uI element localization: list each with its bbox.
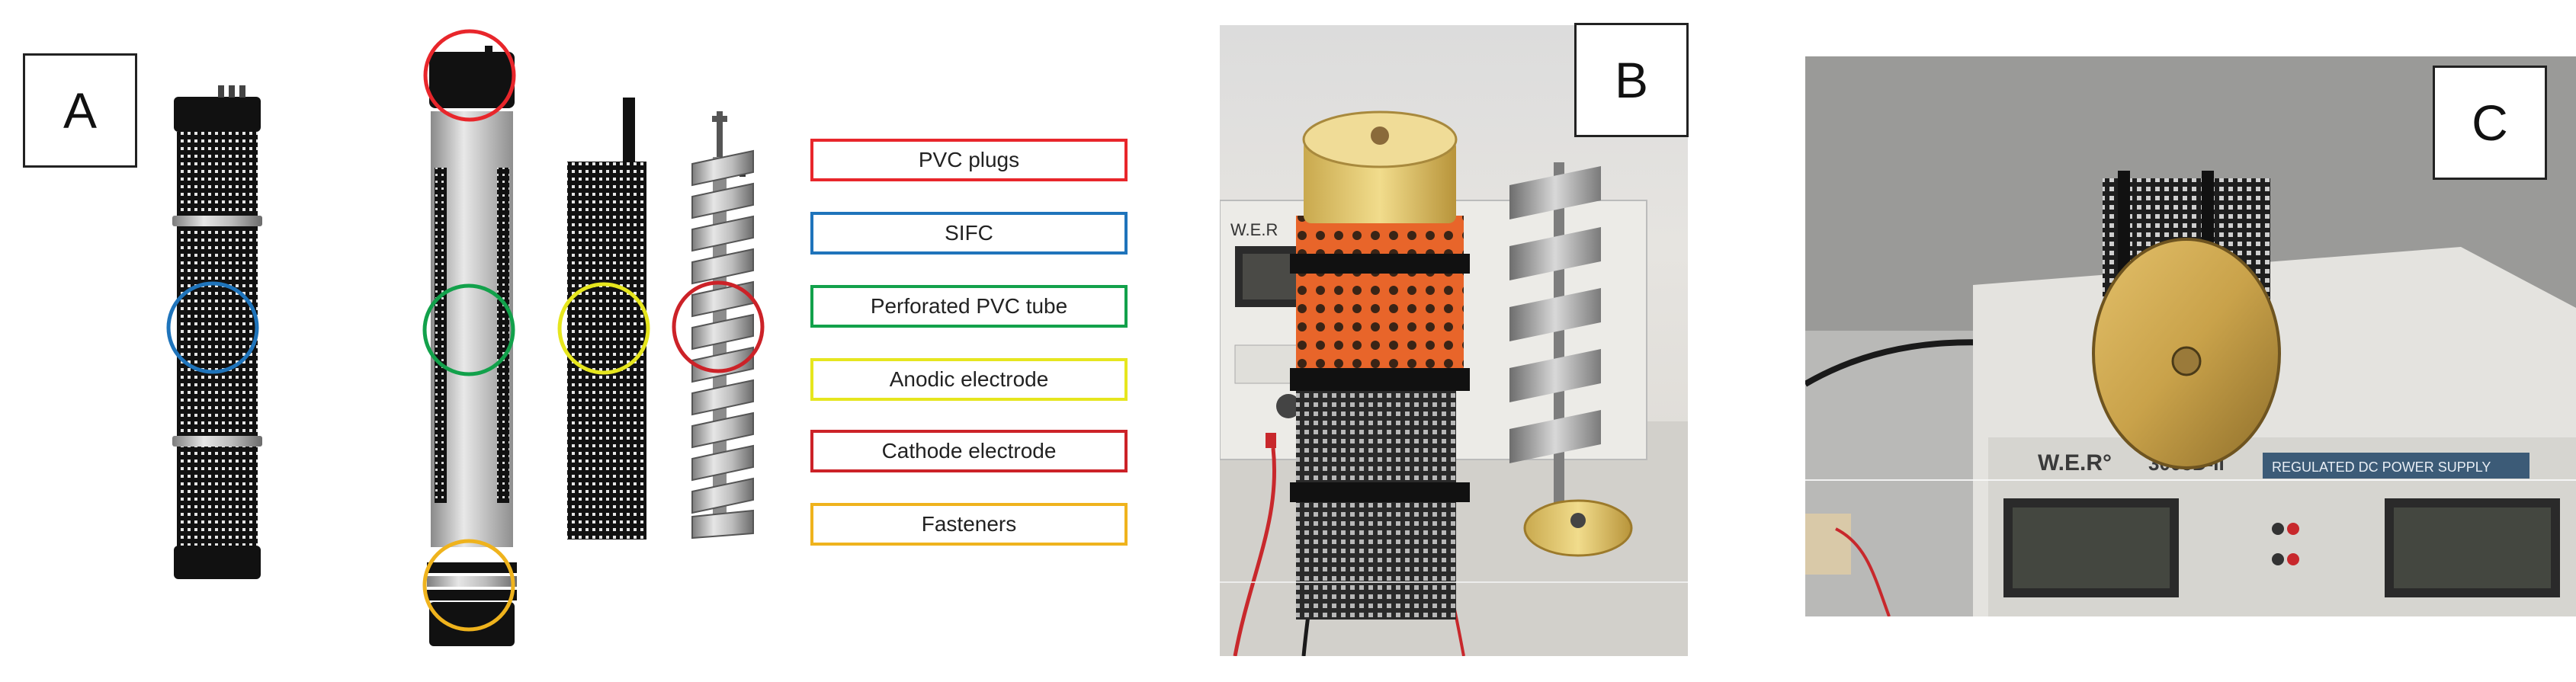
- legend-label-fasteners: Fasteners: [921, 512, 1017, 536]
- anodic-electrode-drawing: [557, 98, 650, 540]
- photo-c-scene: W.E.R° 3005D-II REGULATED DC POWER SUPPL…: [1805, 56, 2576, 616]
- perforated-tube-marker-circle: [422, 283, 515, 376]
- photo-b: W.E.R: [1220, 25, 1688, 656]
- legend-label-perforated-pvc-tube: Perforated PVC tube: [870, 294, 1068, 318]
- legend-cathode-electrode: Cathode electrode: [810, 430, 1128, 472]
- legend-label-anodic-electrode: Anodic electrode: [889, 367, 1049, 391]
- bottom-pvc-plug: [429, 602, 515, 646]
- anode-marker-circle: [557, 282, 650, 375]
- legend-anodic-electrode: Anodic electrode: [810, 358, 1128, 401]
- sifc-marker-circle: [166, 281, 259, 374]
- top-pvc-plug: [429, 52, 515, 108]
- fasteners-marker-circle: [422, 539, 515, 632]
- photo-c-brand: W.E.R°: [2038, 450, 2112, 475]
- legend-label-cathode-electrode: Cathode electrode: [881, 439, 1057, 463]
- photo-b-scene: W.E.R: [1220, 110, 1688, 656]
- cathode-helix: [691, 149, 754, 540]
- legend-sifc: SIFC: [810, 212, 1128, 255]
- pvc-tube-drawing: [422, 29, 517, 646]
- assembled-sifc-drawing: [166, 85, 262, 579]
- panel-label-c: C: [2433, 66, 2547, 180]
- anode-terminal: [623, 98, 635, 163]
- legend-label-sifc: SIFC: [945, 221, 993, 245]
- panel-label-a: A: [23, 53, 137, 168]
- legend-label-pvc-plugs: PVC plugs: [918, 148, 1020, 171]
- cathode-electrode-drawing: [672, 111, 765, 540]
- legend-pvc-plugs: PVC plugs: [810, 139, 1128, 181]
- panel-label-b: B: [1574, 23, 1689, 137]
- top-plug: [174, 97, 261, 132]
- cathode-marker-circle: [672, 280, 765, 373]
- bottom-plug: [174, 546, 261, 579]
- photo-b-brand: W.E.R: [1230, 220, 1278, 239]
- anode-plate: [567, 162, 646, 540]
- bottom-fastener: [427, 562, 517, 573]
- photo-c-caption: REGULATED DC POWER SUPPLY: [2272, 459, 2491, 475]
- legend-perforated-pvc-tube: Perforated PVC tube: [810, 285, 1128, 328]
- perforated-body: [177, 132, 258, 547]
- legend-fasteners: Fasteners: [810, 503, 1128, 546]
- photo-c: W.E.R° 3005D-II REGULATED DC POWER SUPPL…: [1805, 56, 2576, 616]
- pvc-plug-marker-circle: [423, 29, 516, 122]
